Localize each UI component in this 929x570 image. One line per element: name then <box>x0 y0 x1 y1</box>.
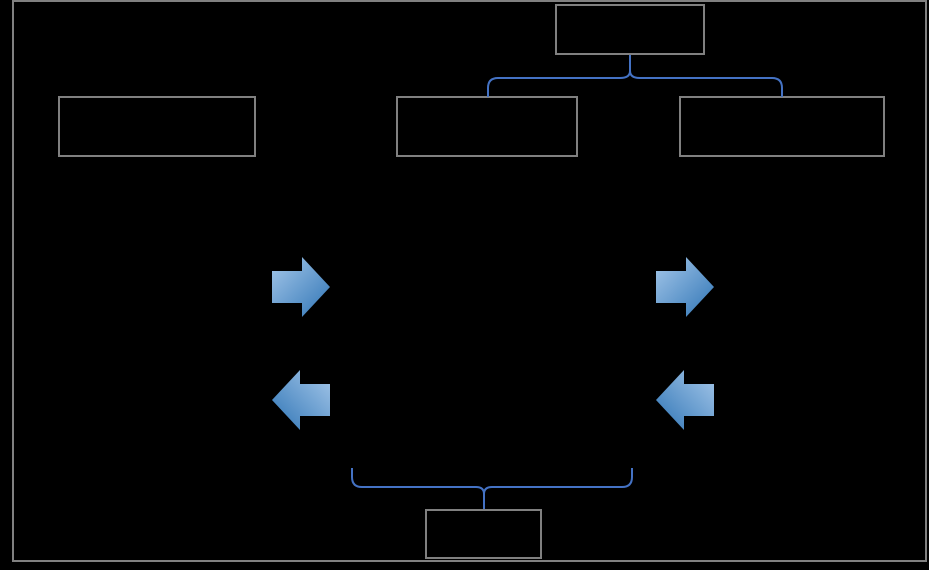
bottom-box <box>425 509 542 559</box>
right-box <box>679 96 885 157</box>
middle-box <box>396 96 578 157</box>
top-box <box>555 4 705 55</box>
left-box <box>58 96 256 157</box>
diagram-frame <box>12 0 927 562</box>
